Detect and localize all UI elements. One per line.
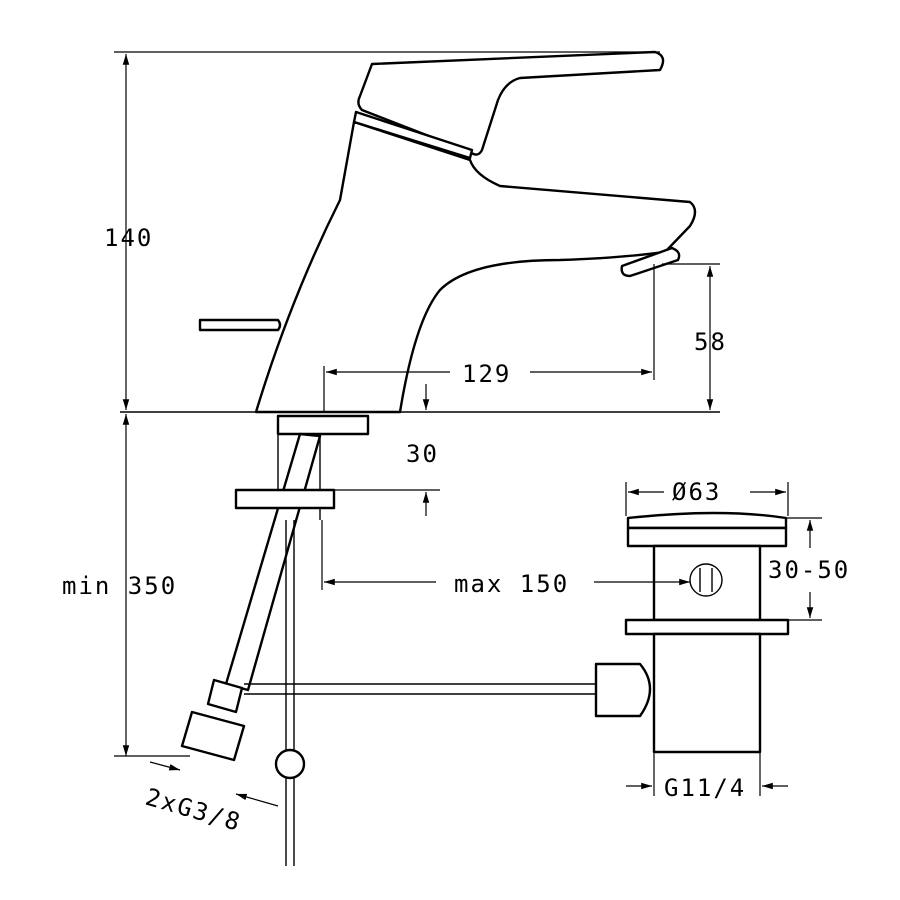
- waste-plug: [626, 511, 788, 530]
- faucet-body: [120, 50, 720, 436]
- hose-nut: [180, 710, 246, 762]
- dim-waste-diameter: Ø63: [672, 478, 721, 506]
- waste-body-upper: [652, 544, 762, 622]
- lever-handle: [357, 50, 665, 156]
- pop-up-rod-top: [198, 318, 282, 332]
- pop-up-waste: [594, 511, 790, 754]
- dim-max-rod: max 150: [454, 570, 569, 598]
- rod-clip: [274, 748, 306, 780]
- aerator: [620, 246, 681, 278]
- base-flange: [276, 414, 370, 436]
- under-counter: [180, 432, 596, 866]
- dimension-lines: [114, 51, 822, 807]
- waste-nut: [624, 618, 790, 636]
- mixer-body: [254, 120, 697, 414]
- dim-height-total: 140: [104, 224, 153, 252]
- waste-flange: [626, 526, 788, 548]
- dim-pop-up-offset: 30: [406, 440, 439, 468]
- hose-fitting: [206, 678, 244, 714]
- dim-spout-reach: 129: [462, 360, 511, 388]
- fixing-nut: [234, 488, 336, 510]
- waste-side-port: [594, 662, 652, 718]
- waste-tailpiece: [652, 632, 762, 754]
- dim-spout-height: 58: [694, 328, 727, 356]
- dim-hose-thread: 2xG3/8: [142, 783, 245, 837]
- handle-collar: [352, 110, 474, 160]
- dim-waste-thread: G11/4: [664, 774, 746, 802]
- supply-hose: [224, 432, 322, 692]
- dim-waste-range: 30-50: [768, 556, 850, 584]
- dim-min-depth: min 350: [62, 572, 177, 600]
